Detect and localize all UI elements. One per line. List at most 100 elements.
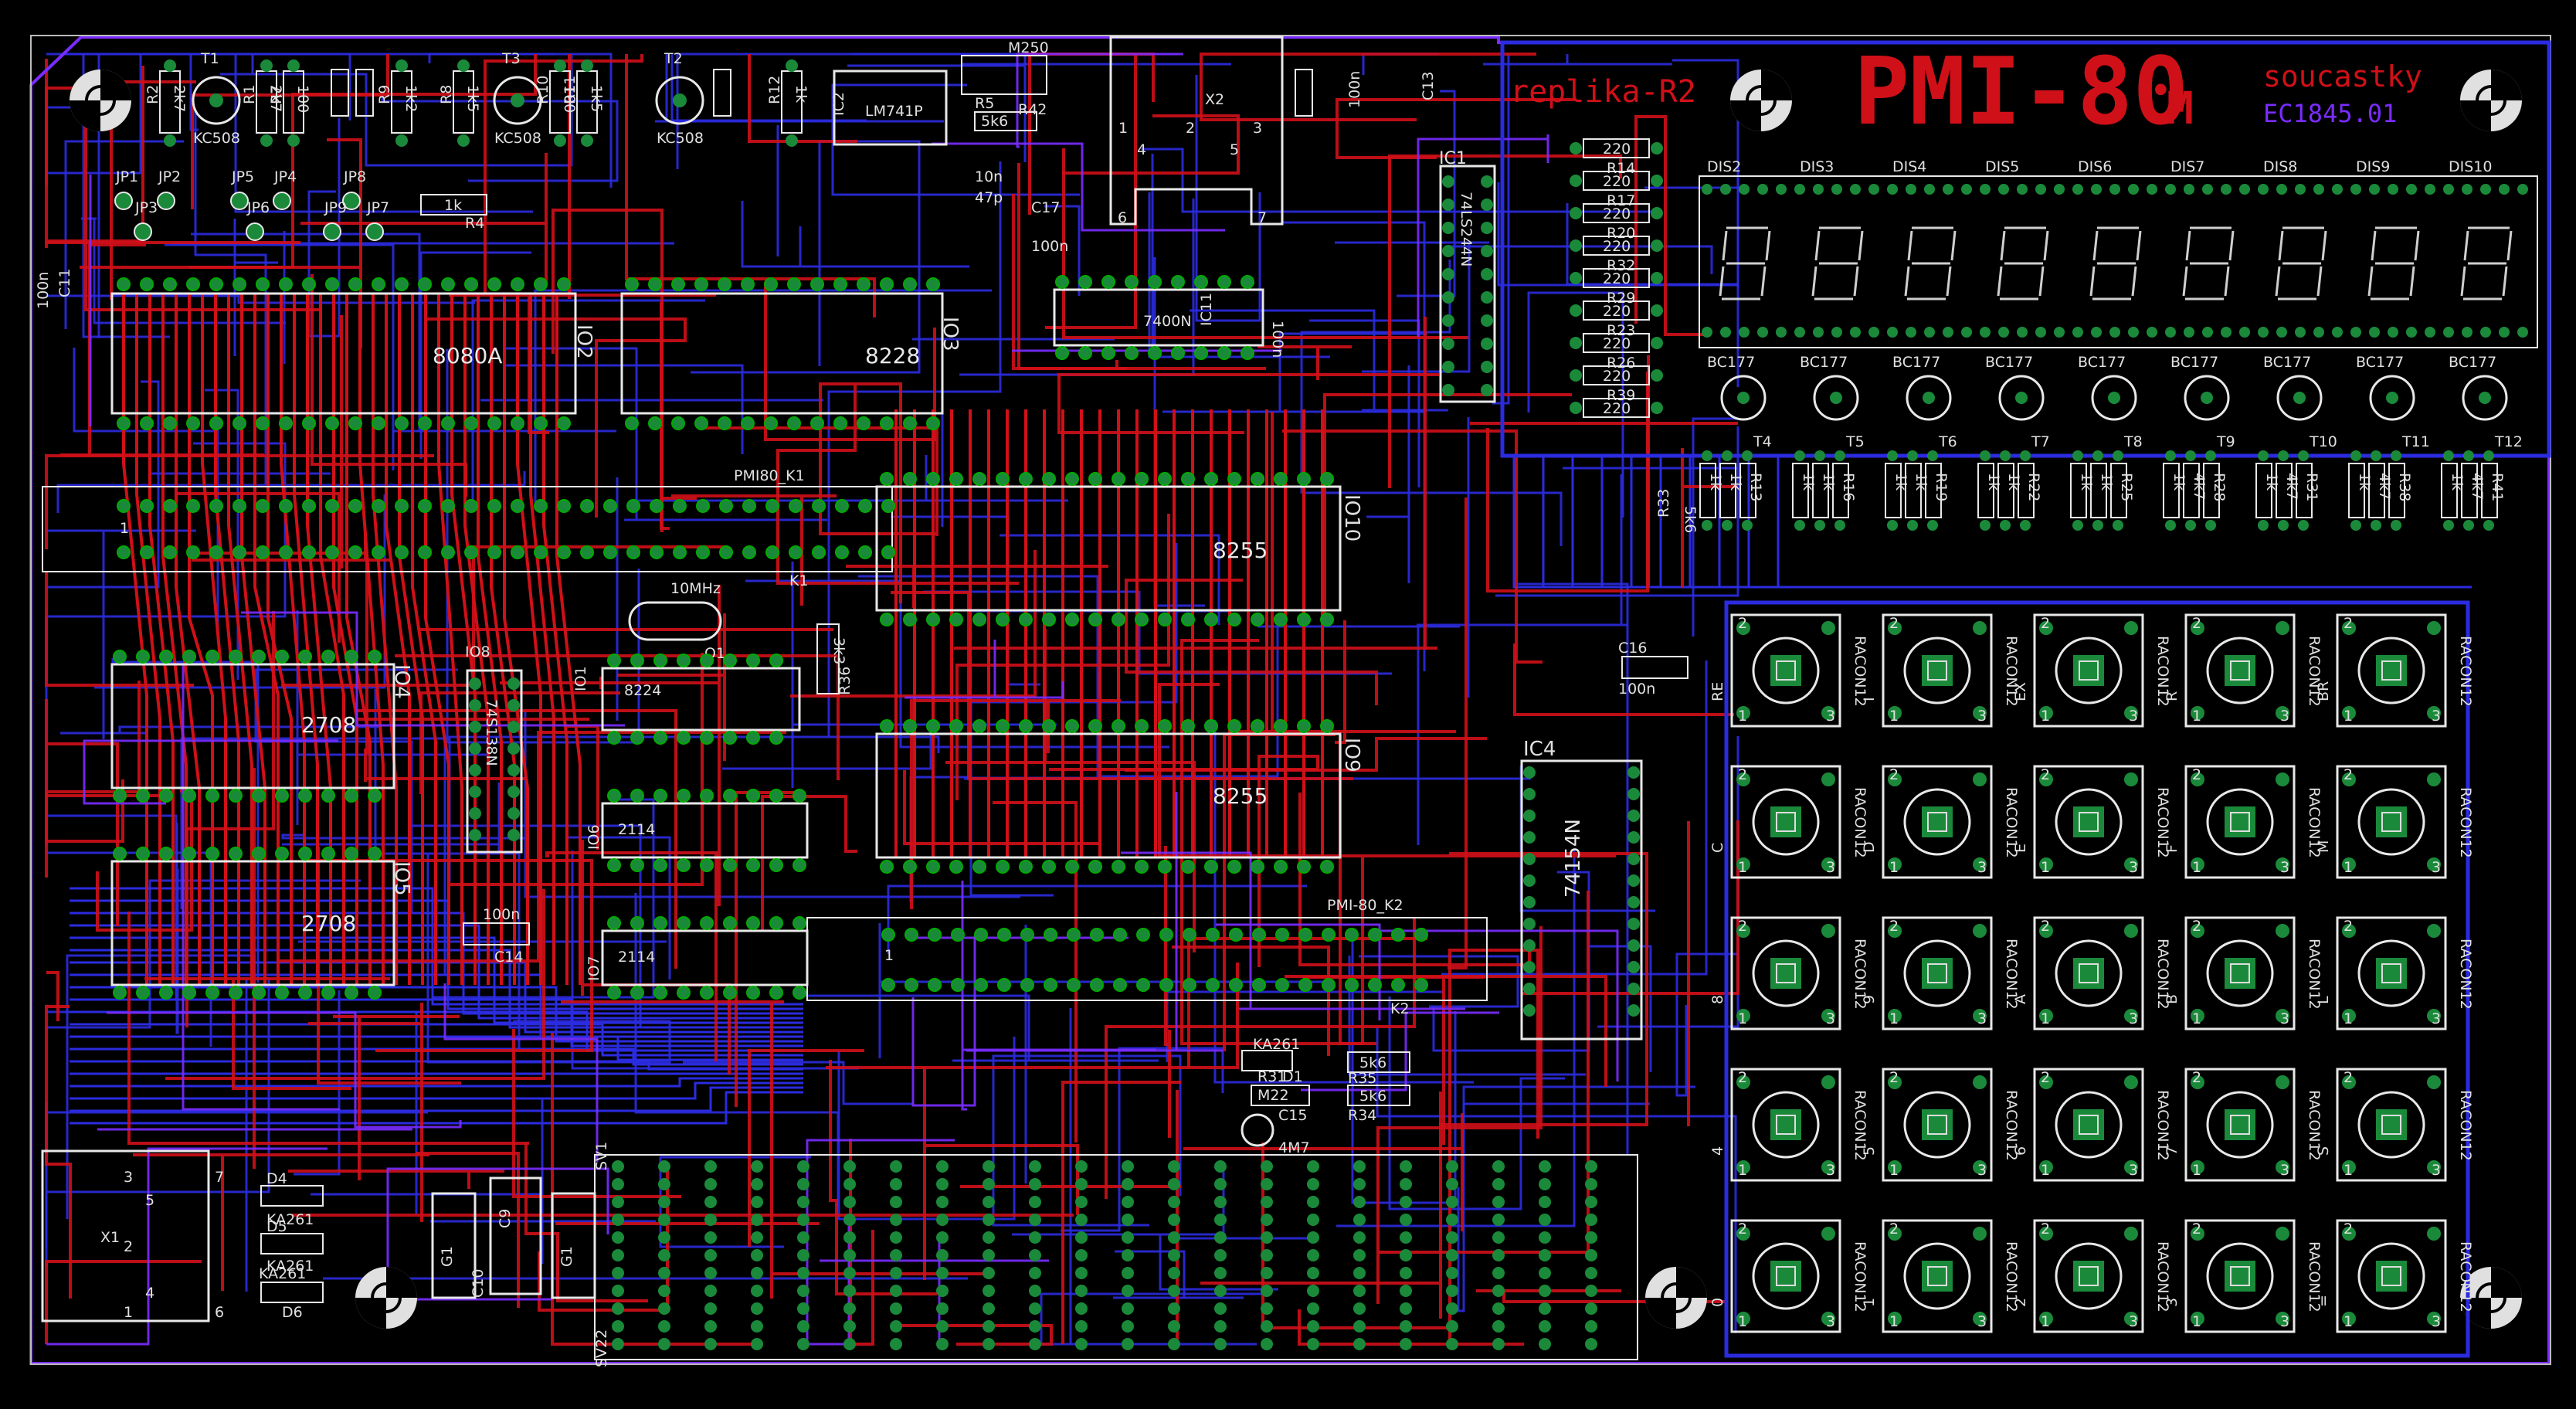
pad bbox=[1481, 361, 1493, 373]
segment bbox=[2224, 266, 2230, 297]
pad bbox=[232, 499, 246, 513]
transistor-ref: T1 bbox=[200, 50, 219, 67]
pad bbox=[746, 654, 760, 667]
svg-text:IC11: IC11 bbox=[1198, 293, 1215, 326]
pad bbox=[787, 277, 801, 291]
pad bbox=[881, 928, 895, 942]
proto-pad bbox=[1261, 1249, 1273, 1261]
pad bbox=[1794, 184, 1805, 195]
proto-pad bbox=[1261, 1302, 1273, 1315]
pad bbox=[1055, 346, 1069, 360]
proto-pad bbox=[704, 1231, 717, 1244]
bus-trace bbox=[148, 294, 175, 985]
resistor-value: 220 bbox=[1603, 238, 1631, 255]
switch-type: RACON12 bbox=[2457, 939, 2474, 1010]
bus-trace bbox=[266, 294, 293, 985]
svg-text:IO6: IO6 bbox=[585, 824, 602, 850]
pad bbox=[344, 650, 358, 664]
svg-text:100n: 100n bbox=[1618, 681, 1655, 698]
proto-pad bbox=[1075, 1285, 1088, 1297]
proto-pad bbox=[1122, 1249, 1134, 1261]
pin-number: 1 bbox=[2192, 1010, 2201, 1027]
pad bbox=[1481, 291, 1493, 304]
pad bbox=[2091, 327, 2102, 338]
proto-pad bbox=[1400, 1160, 1412, 1173]
pad bbox=[1044, 978, 1057, 992]
pad bbox=[140, 277, 154, 291]
key-label: M bbox=[2315, 840, 2332, 853]
pin-number: 1 bbox=[2344, 708, 2353, 725]
proto-pad bbox=[1492, 1178, 1505, 1190]
proto-pad bbox=[1122, 1196, 1134, 1208]
bus-trace bbox=[345, 294, 372, 985]
pad bbox=[1125, 346, 1139, 360]
switch-type: RACON12 bbox=[2003, 636, 2020, 707]
svg-text:74S138N: 74S138N bbox=[483, 699, 500, 766]
switch-type: RACON12 bbox=[2306, 1090, 2323, 1161]
pad bbox=[1019, 719, 1033, 733]
segment bbox=[2316, 266, 2323, 297]
proto-pad bbox=[797, 1231, 809, 1244]
pad bbox=[507, 721, 520, 733]
pad bbox=[1275, 928, 1289, 942]
pad bbox=[469, 677, 481, 690]
pad bbox=[972, 613, 986, 626]
pad bbox=[1019, 472, 1033, 486]
pad bbox=[904, 978, 918, 992]
pin-number: 3 bbox=[2280, 1162, 2289, 1179]
switch-type: RACON12 bbox=[2457, 636, 2474, 707]
pin-number: 1 bbox=[2192, 1162, 2201, 1179]
resistor-label: R22 bbox=[2025, 473, 2042, 501]
pad bbox=[2388, 184, 2398, 195]
digit-label: DIS5 bbox=[1985, 158, 2019, 175]
pad bbox=[764, 416, 778, 430]
pad bbox=[996, 719, 1010, 733]
pad bbox=[1481, 175, 1493, 188]
pad bbox=[972, 472, 986, 486]
pad bbox=[182, 986, 196, 1000]
proto-pad bbox=[1400, 1231, 1412, 1244]
pad bbox=[1442, 291, 1454, 304]
pad bbox=[1980, 327, 1991, 338]
key-label: L bbox=[2315, 996, 2332, 1004]
transistor-ref: T2 bbox=[664, 50, 683, 67]
pad bbox=[1194, 275, 1208, 289]
proto-pad bbox=[1539, 1178, 1551, 1190]
proto-pad bbox=[843, 1178, 856, 1190]
pin-number: 1 bbox=[2041, 1313, 2050, 1330]
trace bbox=[581, 840, 731, 1075]
pad bbox=[1442, 222, 1454, 234]
svg-text:KA261: KA261 bbox=[1253, 1036, 1300, 1053]
proto-pad bbox=[612, 1160, 624, 1173]
resistor-label: 1k bbox=[1892, 473, 1909, 491]
jumper-label: JP1 bbox=[115, 168, 138, 185]
pad bbox=[1523, 1004, 1536, 1017]
pad bbox=[671, 416, 685, 430]
trace bbox=[1105, 918, 1416, 1199]
trace bbox=[308, 1003, 423, 1222]
pin-number: 2 bbox=[2344, 918, 2353, 935]
proto-pad bbox=[1585, 1320, 1597, 1333]
proto-pad bbox=[1214, 1160, 1227, 1173]
pad bbox=[2239, 327, 2250, 338]
switch-type: RACON12 bbox=[2457, 787, 2474, 858]
pad bbox=[1206, 978, 1220, 992]
pad bbox=[182, 789, 196, 803]
pin-number: 3 bbox=[2432, 1162, 2441, 1179]
trace bbox=[1017, 163, 1127, 370]
crystal: 10MHz Q1 bbox=[628, 580, 725, 662]
proto-pad bbox=[890, 1160, 902, 1173]
svg-text:1: 1 bbox=[120, 520, 129, 537]
proto-pad bbox=[1400, 1302, 1412, 1315]
trace bbox=[790, 550, 1037, 698]
jumper-label: JP8 bbox=[343, 168, 366, 185]
transistor-ref: T11 bbox=[2401, 433, 2430, 450]
pin-number: 3 bbox=[1977, 1010, 1987, 1027]
segment bbox=[1853, 266, 1859, 297]
mounting-hole bbox=[70, 70, 131, 131]
trace bbox=[992, 1054, 1182, 1227]
trace bbox=[741, 201, 969, 268]
pad bbox=[302, 416, 316, 430]
